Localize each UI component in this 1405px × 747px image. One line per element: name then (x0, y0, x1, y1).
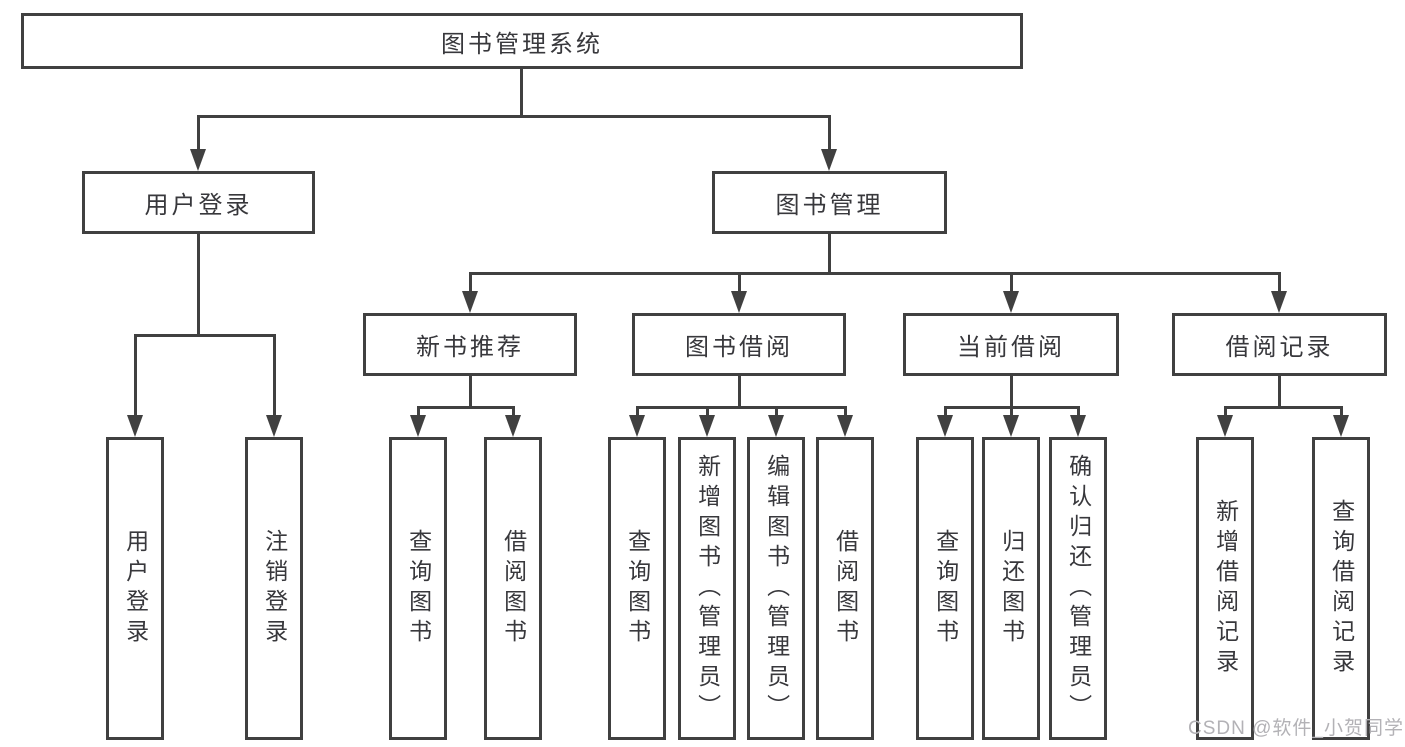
node-leaf-query-books: 查询图书 (389, 437, 447, 740)
arrow-down-icon (937, 415, 953, 437)
connector-line (828, 115, 831, 151)
connector-line (1010, 376, 1013, 408)
arrow-down-icon (837, 415, 853, 437)
connector-line (828, 234, 831, 275)
node-book-management-module: 图书管理 (712, 171, 947, 234)
connector-line (520, 69, 523, 118)
connector-line (706, 406, 709, 417)
connector-line (197, 115, 831, 118)
node-leaf-return-books: 归还图书 (982, 437, 1040, 740)
connector-line (1278, 272, 1281, 293)
connector-line (512, 406, 515, 417)
connector-line (417, 406, 420, 417)
connector-line (944, 406, 947, 417)
node-leaf-confirm-return-admin: 确认归还（管理员） (1049, 437, 1107, 740)
node-leaf-add-books-admin: 新增图书（管理员） (678, 437, 736, 740)
node-leaf-borrow-books: 借阅图书 (816, 437, 874, 740)
connector-line (738, 272, 741, 293)
connector-line (134, 334, 137, 417)
arrow-down-icon (1271, 291, 1287, 313)
node-borrow-records: 借阅记录 (1172, 313, 1387, 376)
arrow-down-icon (190, 149, 206, 171)
arrow-down-icon (731, 291, 747, 313)
arrow-down-icon (1003, 291, 1019, 313)
node-new-book-recommend: 新书推荐 (363, 313, 577, 376)
node-leaf-user-login: 用户登录 (106, 437, 164, 740)
node-leaf-query-books: 查询图书 (916, 437, 974, 740)
arrow-down-icon (1217, 415, 1233, 437)
connector-line (1010, 406, 1013, 417)
arrow-down-icon (1003, 415, 1019, 437)
connector-line (1278, 376, 1281, 408)
connector-line (469, 272, 1281, 275)
connector-line (1010, 272, 1013, 293)
arrow-down-icon (1333, 415, 1349, 437)
arrow-down-icon (821, 149, 837, 171)
arrow-down-icon (1070, 415, 1086, 437)
arrow-down-icon (410, 415, 426, 437)
connector-line (1224, 406, 1342, 409)
node-book-borrow: 图书借阅 (632, 313, 846, 376)
arrow-down-icon (699, 415, 715, 437)
connector-line (134, 334, 276, 337)
arrow-down-icon (462, 291, 478, 313)
connector-line (1224, 406, 1227, 417)
node-leaf-query-borrow-record: 查询借阅记录 (1312, 437, 1370, 740)
node-user-login-module: 用户登录 (82, 171, 315, 234)
arrow-down-icon (505, 415, 521, 437)
connector-line (469, 272, 472, 293)
node-leaf-add-borrow-record: 新增借阅记录 (1196, 437, 1254, 740)
connector-line (775, 406, 778, 417)
connector-line (844, 406, 847, 417)
node-leaf-logout: 注销登录 (245, 437, 303, 740)
connector-line (1077, 406, 1080, 417)
node-library-system: 图书管理系统 (21, 13, 1023, 69)
node-leaf-query-books: 查询图书 (608, 437, 666, 740)
arrow-down-icon (768, 415, 784, 437)
arrow-down-icon (629, 415, 645, 437)
node-leaf-edit-books-admin: 编辑图书（管理员） (747, 437, 805, 740)
connector-line (273, 334, 276, 417)
node-current-borrow: 当前借阅 (903, 313, 1119, 376)
node-leaf-borrow-books: 借阅图书 (484, 437, 542, 740)
connector-line (636, 406, 846, 409)
connector-line (1340, 406, 1343, 417)
connector-line (636, 406, 639, 417)
connector-line (738, 376, 741, 408)
arrow-down-icon (266, 415, 282, 437)
connector-line (197, 234, 200, 337)
connector-line (197, 115, 200, 151)
connector-line (417, 406, 515, 409)
watermark: CSDN @软件_小贺同学 (1188, 718, 1404, 739)
connector-line (469, 376, 472, 408)
arrow-down-icon (127, 415, 143, 437)
